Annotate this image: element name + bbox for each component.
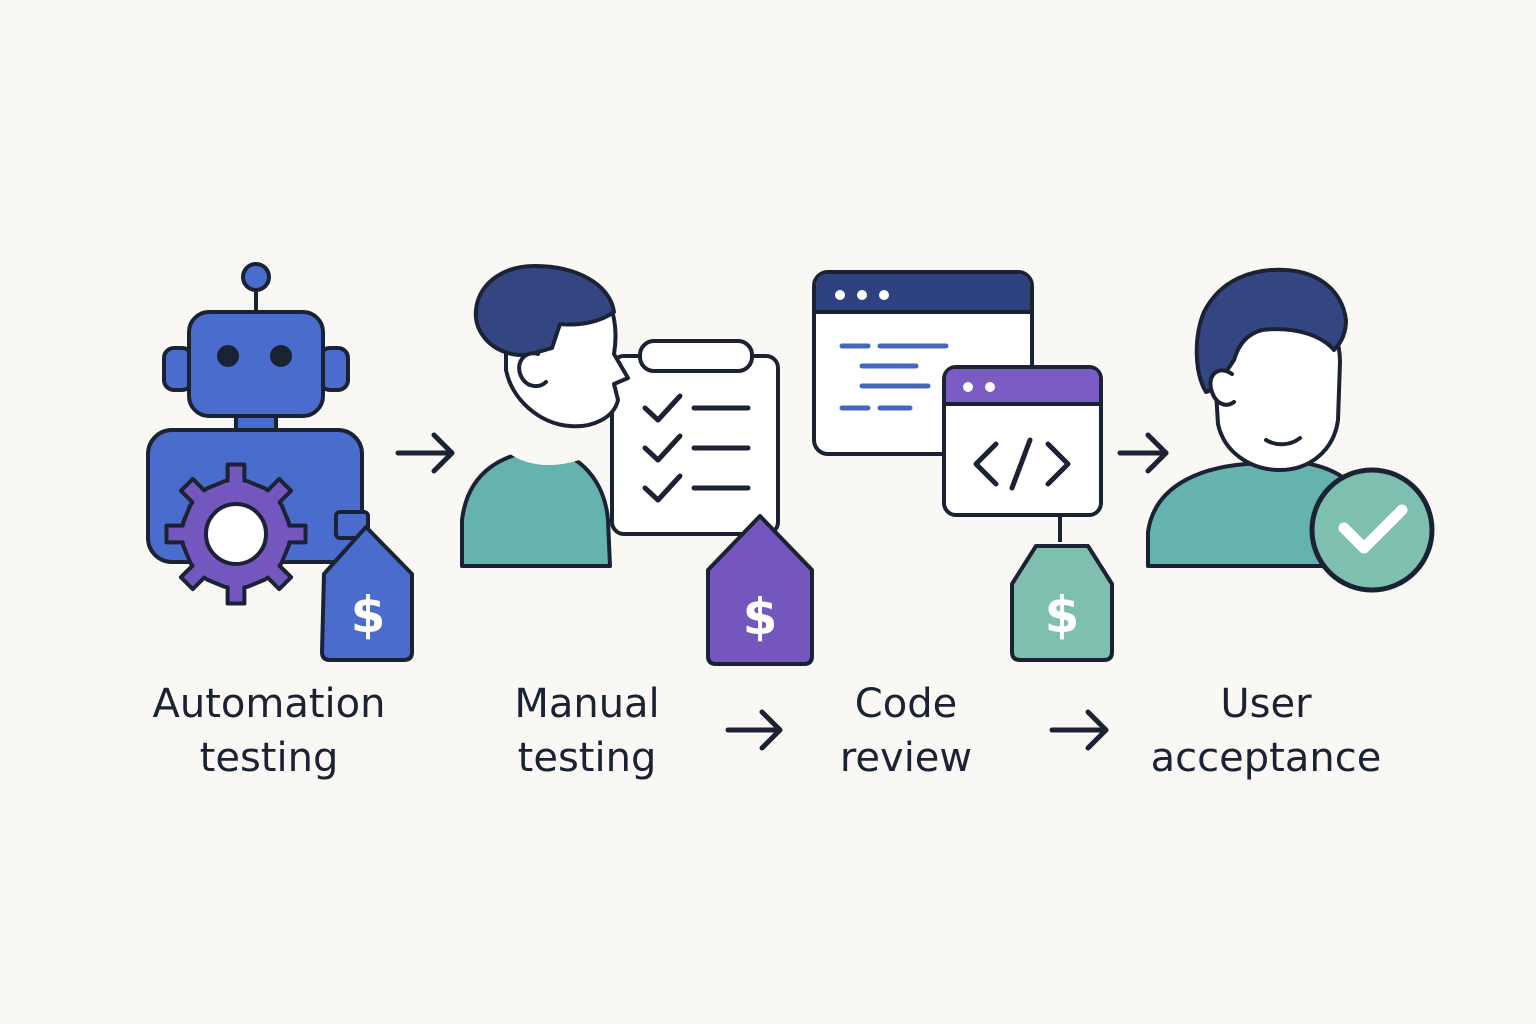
person-checklist-icon <box>460 264 780 568</box>
price-tag-dollar-icon: $ <box>706 514 814 666</box>
robot-head <box>187 310 325 418</box>
stage-label-line: User <box>1220 681 1312 727</box>
stage-label-line: Manual <box>514 681 660 727</box>
robot-gear-icon <box>146 262 364 606</box>
code-windows-icon <box>812 270 1103 542</box>
code-brackets-icon <box>973 437 1071 491</box>
person-check-icon <box>1146 267 1435 593</box>
robot-antenna <box>241 262 271 314</box>
arrow-right-icon <box>1049 709 1109 751</box>
check-mark-icon <box>642 393 683 423</box>
stage-label-automation-testing: Automation testing <box>119 677 419 785</box>
stage-label-line: acceptance <box>1150 735 1382 781</box>
code-window <box>942 365 1103 542</box>
checklist-clipboard <box>610 339 780 536</box>
check-mark-icon <box>642 473 683 503</box>
price-tag-dollar-icon: $ <box>320 510 414 662</box>
arrow-right-icon <box>725 709 783 751</box>
arrow-right-icon <box>1117 432 1169 474</box>
stage-label-line: testing <box>199 735 339 781</box>
price-tag-dollar-icon: $ <box>1010 544 1114 662</box>
stage-label-user-acceptance: User acceptance <box>1116 677 1416 785</box>
person-side-view <box>460 264 630 568</box>
check-mark-icon <box>642 433 683 463</box>
stage-label-line: Code <box>854 681 958 727</box>
stage-label-manual-testing: Manual testing <box>437 677 737 785</box>
stage-label-line: Automation <box>152 681 386 727</box>
check-badge-icon <box>1309 467 1435 593</box>
gear-icon <box>164 462 308 606</box>
robot-eye-left <box>217 345 239 367</box>
robot-eye-right <box>270 345 292 367</box>
tag-dollar-symbol: $ <box>743 588 778 646</box>
arrow-right-icon <box>395 432 455 474</box>
stage-label-line: testing <box>517 735 657 781</box>
tag-dollar-symbol: $ <box>1045 586 1080 644</box>
tag-dollar-symbol: $ <box>351 586 386 644</box>
stage-label-code-review: Code review <box>756 677 1056 785</box>
stage-label-line: review <box>839 735 973 781</box>
